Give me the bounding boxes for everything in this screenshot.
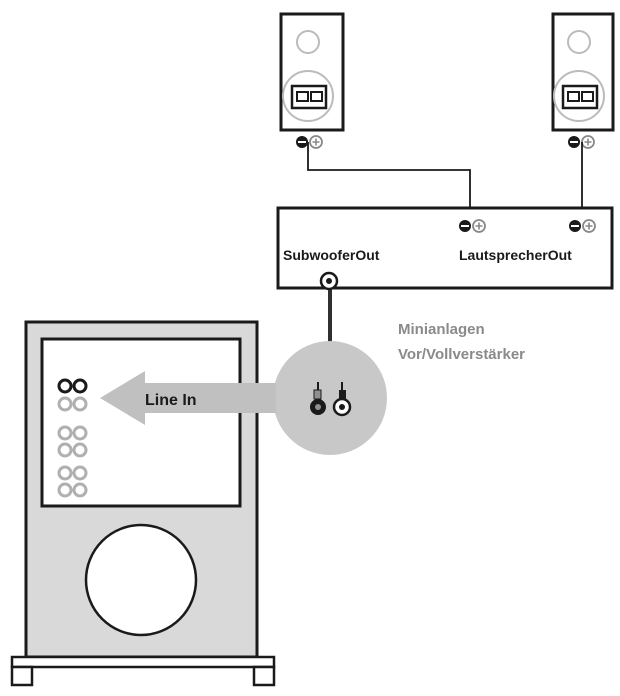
subwoofer-out-label: SubwooferOut (283, 247, 380, 263)
speaker-out-label: LautsprecherOut (459, 247, 572, 263)
subwoofer-foot-right (252, 665, 276, 687)
line-in-label: Line In (145, 392, 197, 409)
subwoofer-driver-icon (84, 523, 198, 637)
right-speaker (551, 12, 615, 149)
line-in-arrow: Line In (100, 371, 276, 425)
amplifier: SubwooferOut LautsprecherOut (276, 206, 614, 291)
tweeter-icon (567, 30, 591, 54)
line-in-jack-icon (72, 378, 88, 394)
line-in-jack-icon (57, 378, 73, 394)
cinch-zoom (273, 341, 387, 455)
grey-jacks (57, 396, 88, 498)
tweeter-icon (296, 30, 320, 54)
subwoofer-foot-left (10, 665, 34, 687)
device-label-line1: Minianlagen (398, 321, 485, 338)
subwoofer-stand (10, 655, 276, 669)
subwoofer (10, 320, 276, 687)
device-label-line2: Vor/Vollverstärker (398, 346, 525, 363)
zoom-circle (273, 341, 387, 455)
left-speaker (279, 12, 345, 149)
